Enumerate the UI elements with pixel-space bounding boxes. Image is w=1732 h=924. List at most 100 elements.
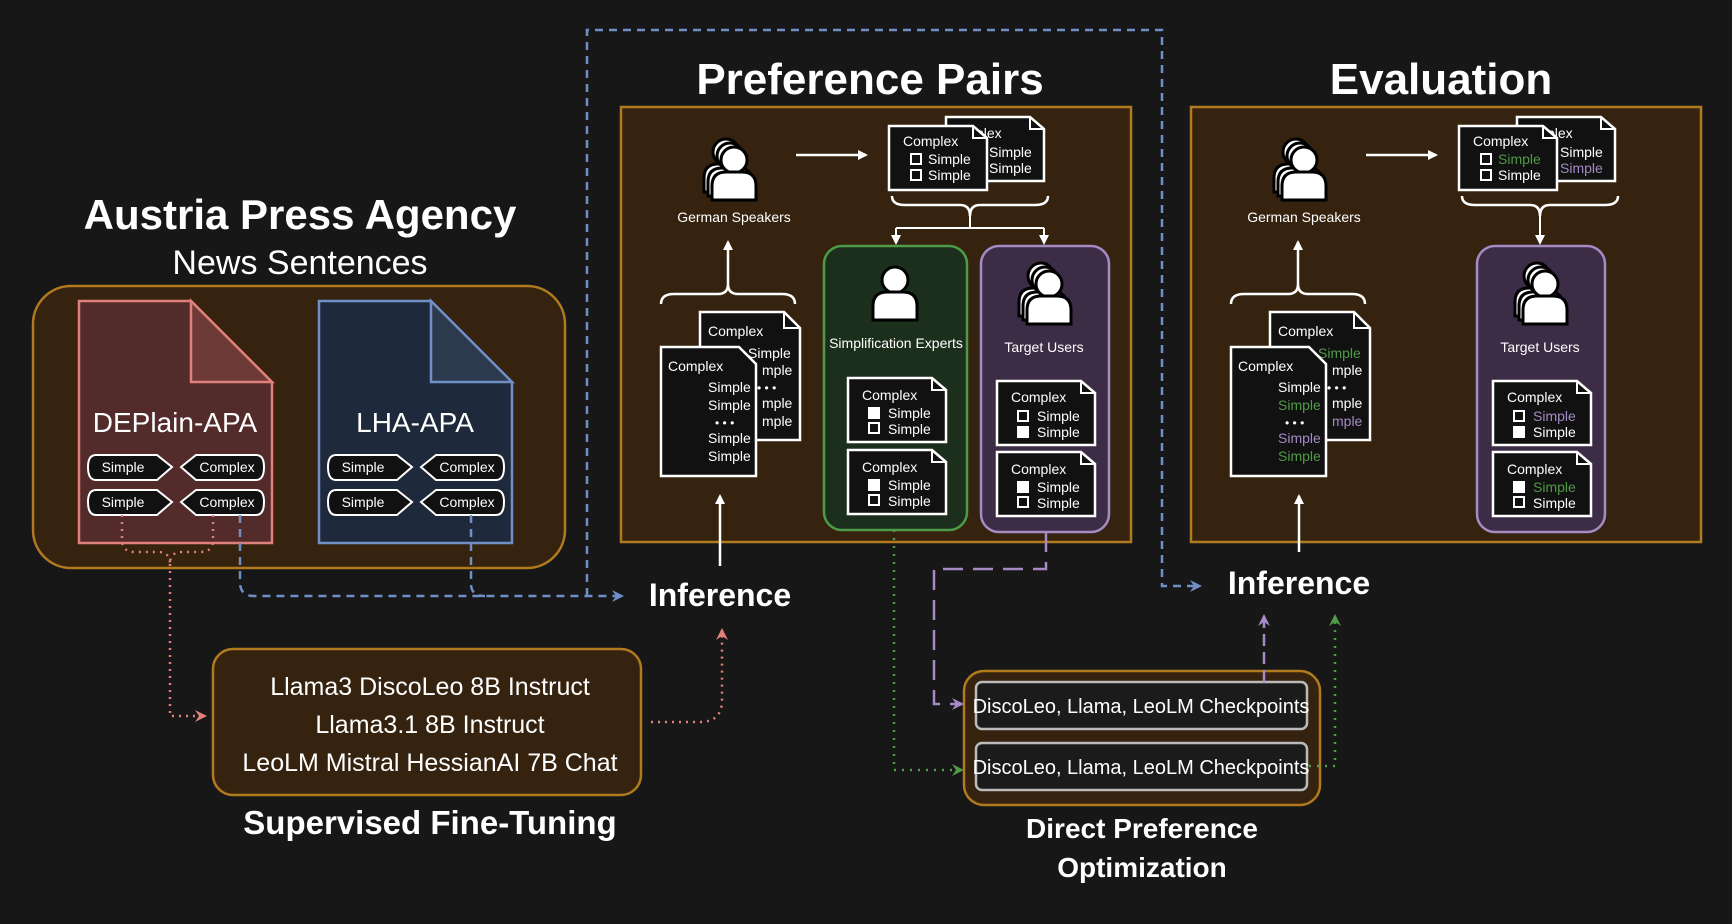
simple-tag: Simple	[102, 459, 145, 475]
checkpoint-label-2: DiscoLeo, Llama, LeoLM Checkpoints	[973, 757, 1310, 779]
experts-label: Simplification Experts	[829, 335, 963, 351]
sft-model-2: Llama3.1 8B Instruct	[315, 711, 544, 739]
user-doc-1: Complex Simple Simple	[995, 379, 1097, 447]
checkbox-empty	[1513, 496, 1525, 508]
checkbox-filled	[1017, 426, 1029, 438]
doc-text: Simple	[708, 430, 751, 446]
simple-tag: Simple	[102, 494, 145, 510]
doc-text: Simple	[1278, 379, 1321, 395]
lha-apa-document: LHA-APA Simple Complex Simple Complex	[317, 297, 516, 545]
checkpoint-label-1: DiscoLeo, Llama, LeoLM Checkpoints	[973, 696, 1310, 718]
eval-inference-output-docs: Complex Simple mple • • • mple mple Comp…	[1229, 310, 1372, 478]
doc-text: Simple	[1498, 167, 1541, 183]
doc-text: Simple	[1278, 430, 1321, 446]
doc-text: Simple	[1533, 408, 1576, 424]
doc-text: Simple	[708, 397, 751, 413]
checkpoint-box-2	[974, 741, 1309, 792]
user-doc-2: Complex Simple Simple	[995, 450, 1097, 518]
checkbox-filled	[868, 407, 880, 419]
checkbox-empty	[1017, 410, 1029, 422]
evaluation-pair-document: plex Simple Simple Complex Simple Simple	[1457, 115, 1617, 192]
doc-text: Simple	[708, 379, 751, 395]
doc-text: Simple	[748, 345, 791, 361]
doc-text: Simple	[1037, 408, 1080, 424]
doc-text: Simple	[1533, 424, 1576, 440]
doc-text: Complex	[1238, 358, 1293, 374]
doc-text: mple	[1332, 413, 1363, 429]
doc-text: mple	[762, 395, 793, 411]
checkbox-empty	[910, 169, 922, 181]
pair-row: Simple Complex	[86, 454, 266, 481]
doc-text: Simple	[1037, 479, 1080, 495]
doc-text: Complex	[1507, 389, 1562, 405]
doc-text: Simple	[1533, 479, 1576, 495]
dpo-label-line2: Optimization	[1057, 852, 1227, 883]
doc-text: Simple	[928, 151, 971, 167]
expert-doc-1: Complex Simple Simple	[846, 376, 948, 444]
preference-title: Preference Pairs	[696, 55, 1043, 104]
doc-text: Complex	[862, 459, 917, 475]
complex-tag: Complex	[439, 459, 494, 475]
source-title: Austria Press Agency	[84, 191, 517, 238]
doc-text: Simple	[708, 448, 751, 464]
doc-text: Complex	[708, 323, 763, 339]
blue-dashed-arrow	[585, 28, 1202, 596]
complex-tag: Complex	[199, 459, 254, 475]
doc-text: Simple	[1278, 397, 1321, 413]
doc-text: Simple	[1278, 448, 1321, 464]
red-dotted-arrow	[168, 564, 207, 722]
doc-text: mple	[762, 413, 793, 429]
expert-doc-2: Complex Simple Simple	[846, 448, 948, 516]
doc-text: Simple	[1037, 495, 1080, 511]
checkbox-filled	[868, 479, 880, 491]
doc-text: mple	[1332, 395, 1363, 411]
doc-text: Simple	[888, 405, 931, 421]
doc-text: • • •	[757, 381, 776, 395]
eval-target-users-label: Target Users	[1500, 339, 1579, 355]
doc-text: Complex	[862, 387, 917, 403]
preference-speakers-label: German Speakers	[677, 209, 791, 225]
simple-tag: Simple	[342, 459, 385, 475]
checkbox-empty	[1017, 496, 1029, 508]
doc-text: Complex	[903, 133, 958, 149]
dpo-label-line1: Direct Preference	[1026, 813, 1258, 844]
sft-model-1: Llama3 DiscoLeo 8B Instruct	[270, 673, 590, 701]
checkpoint-box-1	[974, 680, 1309, 731]
doc-text: Simple	[1318, 345, 1361, 361]
doc-text: Complex	[1011, 461, 1066, 477]
checkbox-empty	[868, 422, 880, 434]
pair-row: Simple Complex	[326, 489, 506, 516]
doc-text: Simple	[1560, 144, 1603, 160]
doc-text: Simple	[888, 421, 931, 437]
complex-tag: Complex	[439, 494, 494, 510]
lha-apa-label: LHA-APA	[356, 407, 474, 438]
doc-text: • • •	[1285, 416, 1304, 430]
sft-label: Supervised Fine-Tuning	[243, 804, 616, 841]
doc-text: Complex	[1473, 133, 1528, 149]
doc-text: Simple	[888, 477, 931, 493]
doc-text: Complex	[1507, 461, 1562, 477]
doc-text: Simple	[888, 493, 931, 509]
checkbox-empty	[868, 494, 880, 506]
doc-text: mple	[762, 362, 793, 378]
green-dotted-arrow	[892, 530, 964, 776]
sft-panel	[211, 647, 643, 797]
checkbox-empty	[910, 153, 922, 165]
checkbox-empty	[1513, 410, 1525, 422]
inference-output-docs: Complex Simple mple • • • mple mple Comp…	[659, 310, 802, 478]
doc-text: • • •	[715, 416, 734, 430]
eval-user-doc-1: Complex Simple Simple	[1491, 379, 1593, 447]
checkbox-filled	[1513, 426, 1525, 438]
checkbox-empty	[1480, 169, 1492, 181]
doc-text: Simple	[1498, 151, 1541, 167]
doc-text: Simple	[928, 167, 971, 183]
eval-user-doc-2: Complex Simple Simple	[1491, 450, 1593, 518]
red-dotted-arrow	[651, 628, 728, 724]
doc-text: Complex	[1278, 323, 1333, 339]
target-users-label: Target Users	[1004, 339, 1083, 355]
blue-dashed-line	[469, 515, 486, 598]
pair-row: Simple Complex	[326, 454, 506, 481]
inference-label-2: Inference	[1228, 565, 1370, 601]
doc-text: Simple	[1560, 160, 1603, 176]
